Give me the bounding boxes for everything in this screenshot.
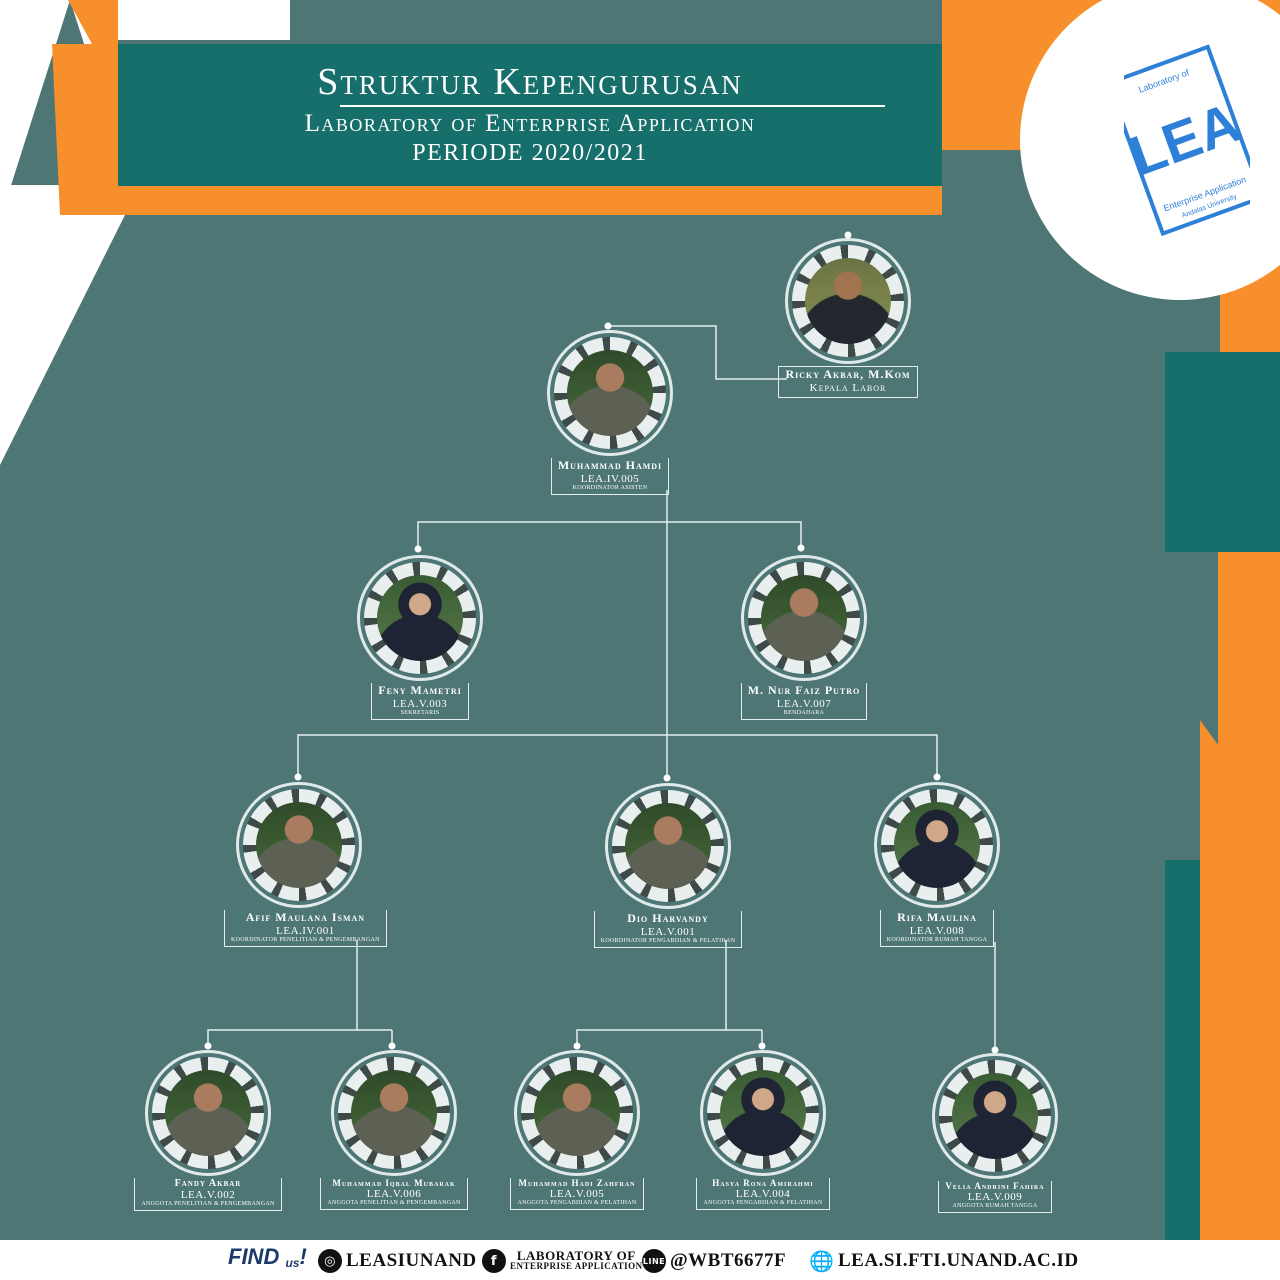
member-code: LEA.V.002 <box>180 1189 236 1201</box>
title-divider <box>340 105 885 107</box>
member-name: Afif Maulana Isman <box>245 910 366 924</box>
member-label: M. Nur Faiz Putro LEA.V.007 Bendahara <box>740 683 868 720</box>
member-photo <box>357 555 483 681</box>
member-code: LEA.V.009 <box>967 1191 1023 1203</box>
member-name: Muhammad Hadi Zahfran <box>518 1178 636 1188</box>
member-role: Anggota Penelitian & Pengembangan <box>141 1201 275 1207</box>
instagram-icon: ◎ <box>318 1249 342 1273</box>
member-label: Fandy Akbar LEA.V.002 Anggota Penelitian… <box>134 1178 282 1211</box>
globe-icon: 🌐 <box>809 1249 835 1273</box>
member-name: Velia Andrini Fahira <box>945 1181 1045 1191</box>
member-photo <box>547 330 673 456</box>
member-label: Muhammad Hadi Zahfran LEA.V.005 Anggota … <box>510 1178 644 1210</box>
member-code: LEA.V.008 <box>909 925 965 937</box>
member-role: Koordinator Asisten <box>572 485 648 491</box>
member-photo <box>145 1050 271 1176</box>
member-node-koordinator-penelitian: Afif Maulana Isman LEA.IV.001 Koordinato… <box>224 782 387 947</box>
member-photo <box>741 555 867 681</box>
member-node-anggota: Muhammad Hadi Zahfran LEA.V.005 Anggota … <box>502 1050 652 1210</box>
member-name: Ricky Akbar, M.Kom <box>785 367 911 381</box>
facebook-line1: LABORATORY OF <box>516 1248 636 1263</box>
member-role: Koordinator Rumah Tangga <box>886 937 988 943</box>
member-name: Feny Mametri <box>378 683 462 697</box>
member-label: Dio Harvandy LEA.V.001 Koordinator Penga… <box>593 911 743 948</box>
member-role: Bendahara <box>783 710 825 716</box>
member-node-bendahara: M. Nur Faiz Putro LEA.V.007 Bendahara <box>729 555 879 720</box>
member-label: Rifa Maulina LEA.V.008 Koordinator Rumah… <box>879 910 995 947</box>
member-label: Velia Andrini Fahira LEA.V.009 Anggota R… <box>938 1181 1052 1213</box>
member-name: M. Nur Faiz Putro <box>747 683 861 697</box>
member-label: Afif Maulana Isman LEA.IV.001 Koordinato… <box>224 910 387 947</box>
member-code: LEA.IV.001 <box>276 925 335 937</box>
member-photo <box>236 782 362 908</box>
member-label: Muhammad Iqbal Mubarak LEA.V.006 Anggota… <box>320 1178 468 1210</box>
member-node-anggota: Fandy Akbar LEA.V.002 Anggota Penelitian… <box>133 1050 283 1211</box>
svg-text:LEA: LEA <box>1124 90 1248 188</box>
member-role: Anggota Pengabdian & Pelatihan <box>703 1200 823 1206</box>
member-photo <box>700 1050 826 1176</box>
member-name: Hasya Rona Amirahmi <box>712 1178 814 1188</box>
member-label: Feny Mametri LEA.V.003 Sekretaris <box>371 683 469 720</box>
exclamation-icon: ! <box>299 1244 307 1269</box>
member-label: Hasya Rona Amirahmi LEA.V.004 Anggota Pe… <box>696 1178 830 1210</box>
member-role: Koordinator Penelitian & Pengembangan <box>231 937 380 943</box>
member-code: LEA.V.003 <box>392 698 448 710</box>
member-photo <box>605 783 731 909</box>
find-us-label: FIND us! <box>228 1244 307 1270</box>
member-node-koordinator-asisten: Muhammad Hamdi LEA.IV.005 Koordinator As… <box>535 330 685 495</box>
member-label: Muhammad Hamdi LEA.IV.005 Koordinator As… <box>550 458 670 495</box>
member-photo <box>514 1050 640 1176</box>
member-role: Koordinator Pengabdian & Pelatihan <box>600 938 736 944</box>
facebook-line2: ENTERPRISE APPLICATION <box>510 1261 643 1271</box>
member-photo <box>932 1053 1058 1179</box>
title-banner: Struktur Kepengurusan Laboratory of Ente… <box>118 44 942 186</box>
instagram-link[interactable]: ◎ LEASIUNAND <box>318 1248 477 1274</box>
member-node-sekretaris: Feny Mametri LEA.V.003 Sekretaris <box>345 555 495 720</box>
line-icon: LINE <box>642 1249 666 1273</box>
period-label: PERIODE 2020/2021 <box>412 140 648 166</box>
member-node-anggota: Velia Andrini Fahira LEA.V.009 Anggota R… <box>920 1053 1070 1213</box>
member-node-koordinator-rumah-tangga: Rifa Maulina LEA.V.008 Koordinator Rumah… <box>862 782 1012 947</box>
member-node-anggota: Hasya Rona Amirahmi LEA.V.004 Anggota Pe… <box>688 1050 838 1210</box>
website-url: LEA.SI.FTI.UNAND.AC.ID <box>838 1250 1079 1271</box>
member-code: LEA.V.005 <box>549 1188 605 1200</box>
lea-logo: LEA Laboratory of Enterprise Application… <box>1124 44 1250 237</box>
member-node-kepala-labor: Ricky Akbar, M.Kom Kepala Labor <box>773 238 923 398</box>
facebook-link[interactable]: f LABORATORY OF ENTERPRISE APPLICATION <box>482 1248 643 1274</box>
member-role: Anggota Pengabdian & Pelatihan <box>517 1200 637 1206</box>
instagram-handle: LEASIUNAND <box>346 1250 477 1271</box>
page-title: Struktur Kepengurusan <box>317 61 743 103</box>
member-label: Ricky Akbar, M.Kom Kepala Labor <box>778 366 918 398</box>
member-node-anggota: Muhammad Iqbal Mubarak LEA.V.006 Anggota… <box>319 1050 469 1210</box>
member-role: Anggota Rumah Tangga <box>952 1203 1038 1209</box>
member-name: Muhammad Hamdi <box>557 458 663 472</box>
find-us-text: us <box>285 1256 300 1270</box>
member-name: Rifa Maulina <box>897 910 977 924</box>
member-code: LEA.V.004 <box>735 1188 791 1200</box>
member-photo <box>785 238 911 364</box>
member-role: Sekretaris <box>400 710 440 716</box>
member-role: Kepala Labor <box>809 382 887 394</box>
member-code: LEA.IV.005 <box>580 473 640 485</box>
line-link[interactable]: LINE @WBT6677F <box>642 1248 786 1274</box>
website-link[interactable]: 🌐 LEA.SI.FTI.UNAND.AC.ID <box>809 1248 1079 1274</box>
member-name: Dio Harvandy <box>627 911 709 925</box>
member-photo <box>874 782 1000 908</box>
member-node-koordinator-pengabdian: Dio Harvandy LEA.V.001 Koordinator Penga… <box>593 783 743 948</box>
member-role: Anggota Penelitian & Pengembangan <box>327 1200 461 1206</box>
facebook-icon: f <box>482 1249 506 1273</box>
member-name: Fandy Akbar <box>174 1178 242 1189</box>
footer-bar <box>0 1240 1280 1280</box>
member-code: LEA.V.001 <box>640 926 696 938</box>
member-code: LEA.V.007 <box>776 698 832 710</box>
member-photo <box>331 1050 457 1176</box>
member-code: LEA.V.006 <box>366 1188 422 1200</box>
line-handle: @WBT6677F <box>670 1250 787 1271</box>
find-text: FIND <box>228 1244 280 1269</box>
member-name: Muhammad Iqbal Mubarak <box>332 1178 456 1188</box>
page-subtitle: Laboratory of Enterprise Application <box>304 110 756 137</box>
